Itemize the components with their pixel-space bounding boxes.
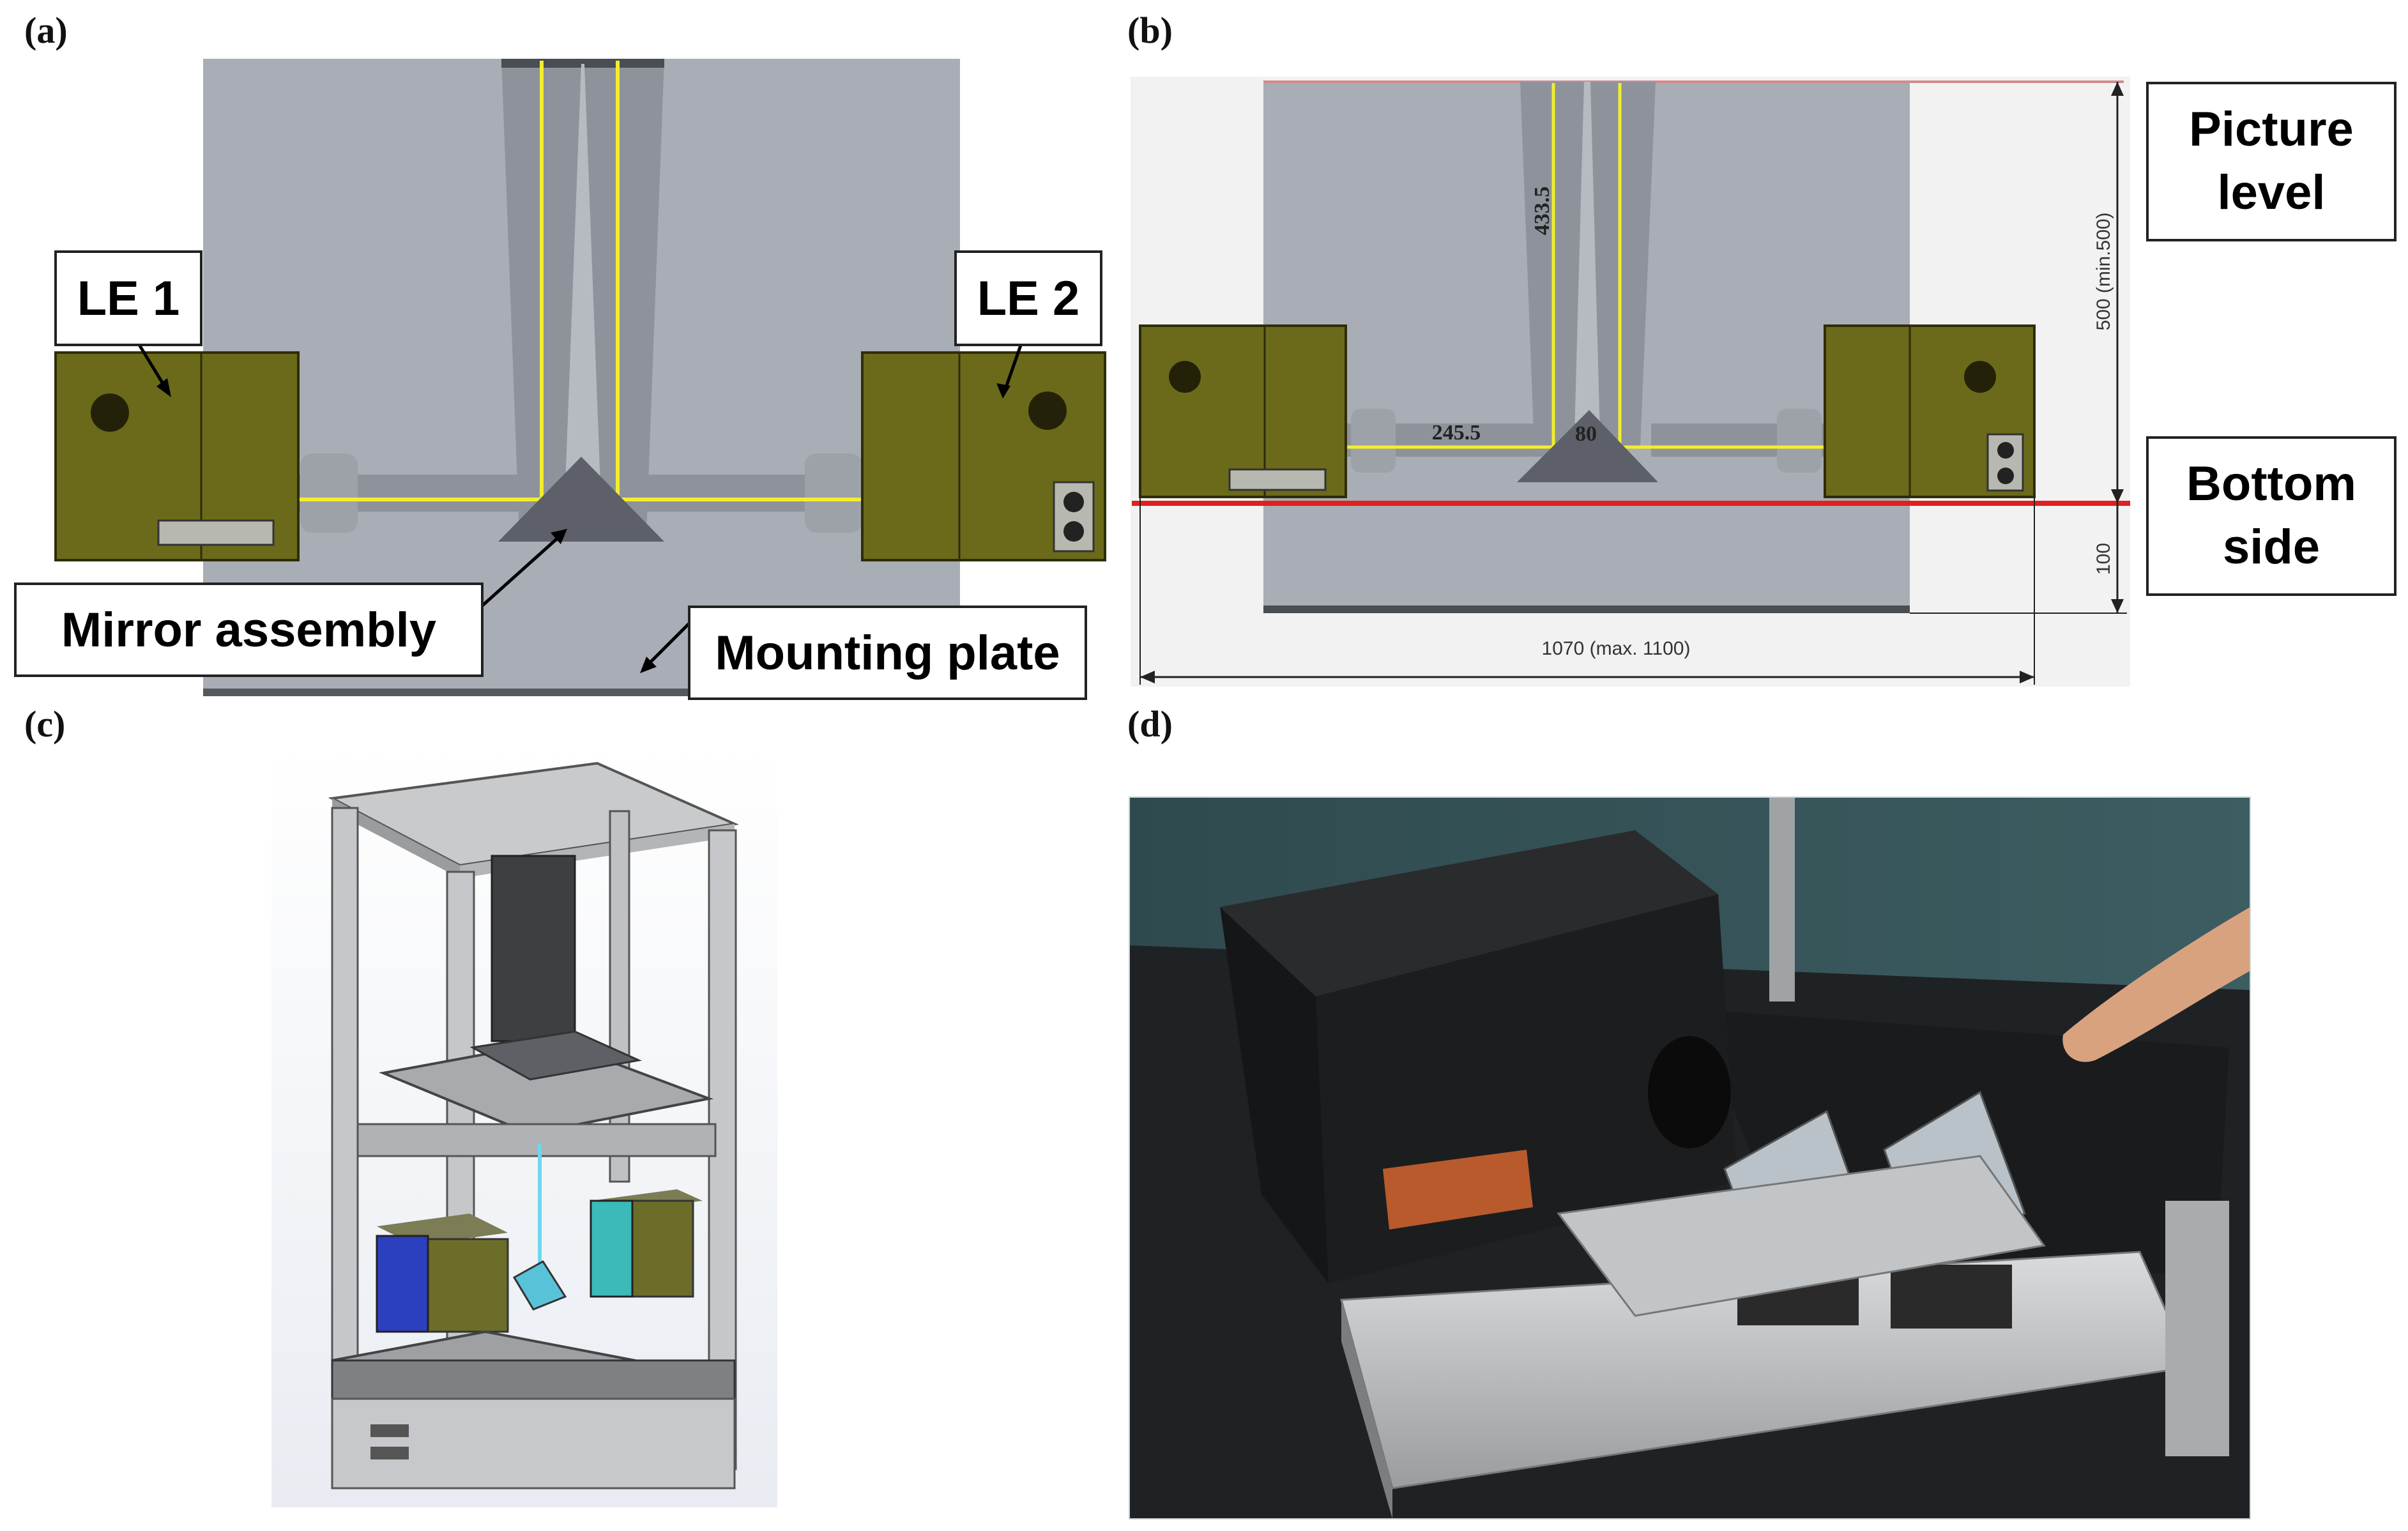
right-arm [604,475,821,512]
picture-level-label: Picture level [2146,82,2397,241]
mounting-plate-label: Mounting plate [688,606,1087,700]
dim-beam-length: 245.5 [1432,421,1481,445]
dim-height-total: 500 (min.500) [2093,212,2114,330]
bottom-side-label: Bottom side [2146,436,2397,596]
dim-bottom-offset: 100 [2093,543,2114,575]
panel-b-letter: (b) [1127,10,1173,51]
mirror-assembly-label: Mirror assembly [14,583,484,677]
mirror-triangle [498,457,664,542]
panel-a-letter: (a) [24,10,68,51]
dim-beam-gap: 80 [1575,422,1597,446]
dim-width-total: 1070 (max. 1100) [1542,638,1691,659]
panel-d-letter: (d) [1127,703,1173,745]
le2-label: LE 2 [954,250,1102,346]
dim-beam-height: 433.5 [1530,187,1554,236]
le1-label: LE 1 [54,250,202,346]
panel-c-letter: (c) [24,703,66,745]
